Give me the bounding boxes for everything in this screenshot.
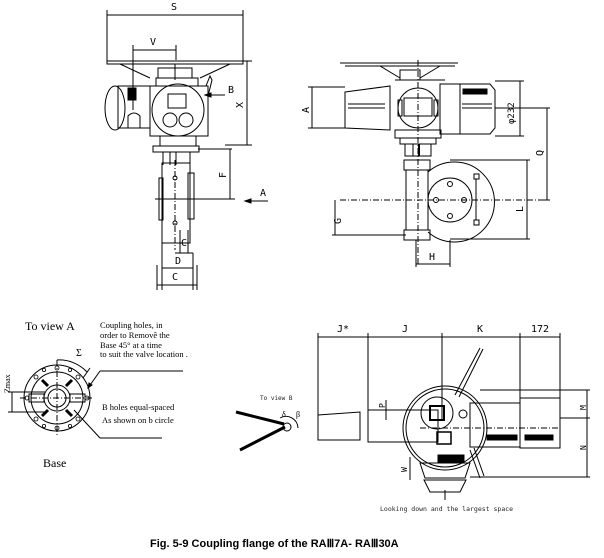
view-a-flange bbox=[8, 359, 183, 439]
side-view bbox=[308, 60, 550, 267]
arrow-b-label: B bbox=[228, 85, 235, 96]
view-a-title: To view A bbox=[25, 319, 75, 333]
coupling-holes-note: Coupling holes, in order to Removê the B… bbox=[100, 320, 188, 360]
delta-label: δ bbox=[282, 410, 286, 419]
top-view-note: Looking down and the largest space bbox=[380, 505, 514, 513]
note-line: Base 45° at a time bbox=[100, 339, 162, 350]
top-view bbox=[317, 333, 590, 500]
front-view bbox=[104, 10, 268, 290]
note-line: B holes equal-spaced bbox=[102, 402, 175, 412]
dim-h: H bbox=[429, 252, 436, 263]
view-b-title: To view B bbox=[260, 395, 293, 402]
note-line: order to Removê the bbox=[100, 329, 170, 340]
dim-172: 172 bbox=[531, 324, 550, 335]
dim-a: A bbox=[301, 106, 312, 113]
dim-x: X bbox=[235, 101, 246, 108]
dim-c-outer: C bbox=[172, 272, 179, 283]
figure-caption: Fig. 5-9 Coupling flange of the RAⅢ7A- R… bbox=[150, 538, 399, 550]
arrow-a-label: A bbox=[260, 188, 267, 199]
dim-l: L bbox=[515, 205, 526, 212]
holes-note: B holes equal-spaced As shown on b circl… bbox=[102, 401, 174, 427]
dim-c-inner: C bbox=[181, 238, 188, 249]
dim-m: M bbox=[579, 405, 588, 410]
dim-g: G bbox=[333, 217, 344, 224]
dim-f: F bbox=[218, 171, 229, 178]
dim-s: S bbox=[171, 2, 178, 13]
note-line: Coupling holes, in bbox=[100, 320, 163, 330]
view-b-lever bbox=[235, 410, 299, 452]
dim-d: D bbox=[175, 256, 182, 267]
dim-n: N bbox=[579, 445, 588, 450]
dim-p: P bbox=[378, 403, 387, 408]
dim-w: W bbox=[400, 467, 409, 472]
beta-label: β bbox=[296, 410, 301, 419]
zmax-label: Zmax bbox=[3, 374, 12, 393]
dim-k: K bbox=[477, 324, 484, 335]
note-line: As shown on b circle bbox=[102, 414, 174, 425]
dim-v: V bbox=[150, 37, 157, 48]
dim-j: J bbox=[402, 324, 409, 335]
base-label: Base bbox=[43, 456, 67, 470]
dim-q: Q bbox=[535, 149, 546, 156]
dim-j-star: J* bbox=[337, 324, 350, 335]
sigma-label: Σ bbox=[76, 348, 82, 359]
dim-phi232: φ232 bbox=[507, 102, 517, 124]
note-line: to suit the valve location . bbox=[100, 349, 188, 360]
